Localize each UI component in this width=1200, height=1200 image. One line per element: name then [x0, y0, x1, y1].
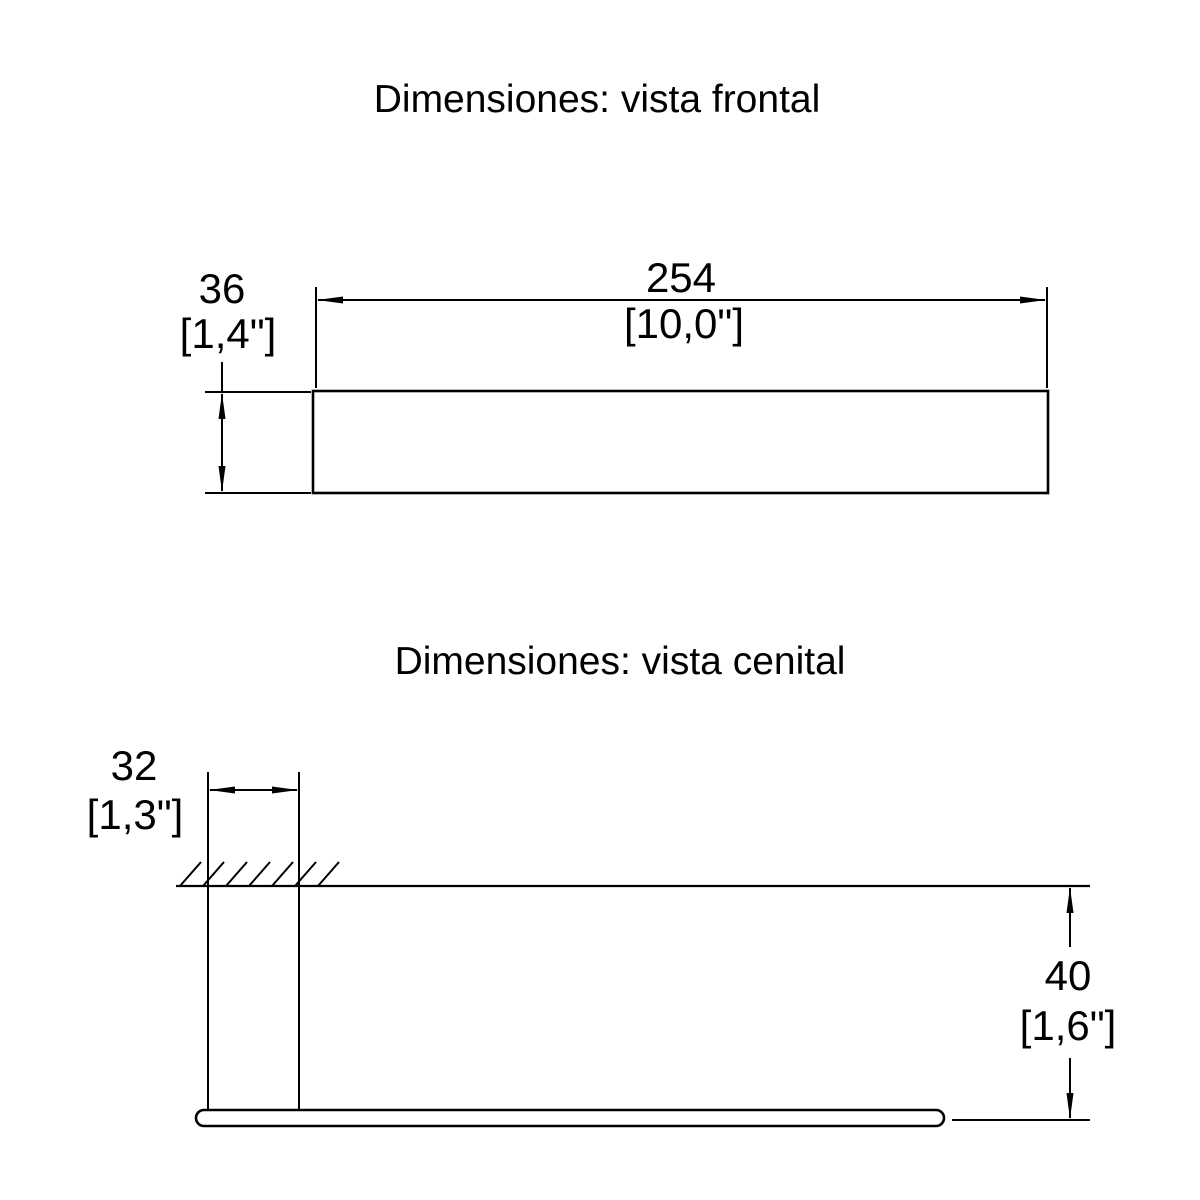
height-value-inches: [1,4"]	[180, 310, 277, 357]
top-view: Dimensiones: vista cenital 32 [1,3"]	[87, 640, 1117, 1128]
width-dimension: 254 [10,0"]	[315, 254, 1048, 388]
height-dimension: 36 [1,4"]	[180, 265, 311, 494]
wall-offset-value-inches: [1,3"]	[87, 791, 184, 838]
hatch-mark	[179, 861, 202, 887]
wall-hatching	[179, 861, 340, 887]
width-value-inches: [10,0"]	[624, 300, 744, 347]
width-value-mm: 254	[646, 254, 716, 301]
hatch-mark	[225, 861, 248, 887]
front-view-title: Dimensiones: vista frontal	[374, 78, 821, 121]
hatch-mark	[317, 861, 340, 887]
hatch-mark	[202, 861, 225, 887]
hatch-mark	[271, 861, 294, 887]
top-view-bar-outline	[194, 1108, 946, 1128]
depth-dimension: 40 [1,6"]	[952, 887, 1117, 1121]
depth-value-mm: 40	[1045, 952, 1092, 999]
hatch-mark	[248, 861, 271, 887]
top-view-title: Dimensiones: vista cenital	[395, 640, 846, 683]
wall-offset-dimension: 32 [1,3"]	[87, 742, 298, 838]
front-view-bar-outline	[311, 389, 1050, 495]
depth-value-inches: [1,6"]	[1020, 1002, 1117, 1049]
height-value-mm: 36	[199, 265, 246, 312]
front-view: Dimensiones: vista frontal 254 [10,0"] 3…	[180, 78, 1050, 495]
wall-offset-value-mm: 32	[111, 742, 158, 789]
